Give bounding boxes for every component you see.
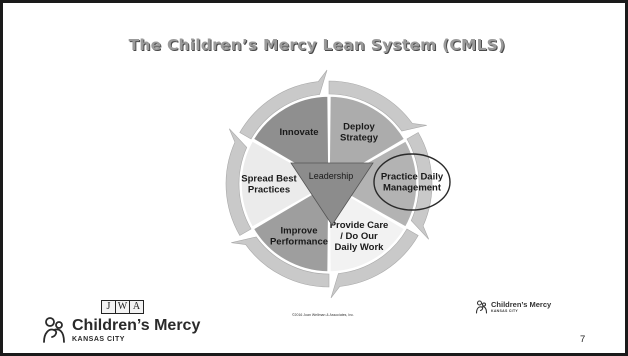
cycle-arrow-improve-performance — [231, 236, 330, 288]
childrens-mercy-logo-small: Children’s Mercy KANSAS CITY — [475, 300, 551, 314]
slide-title: The Children’s Mercy Lean System (CMLS) — [128, 36, 506, 54]
segment-label-line: Deploy — [343, 122, 375, 133]
segment-label-line: Practices — [248, 185, 290, 196]
copyright-text: ©2016 Joan Wellman & Associates, Inc. — [292, 313, 354, 317]
leadership-label: Leadership — [309, 171, 354, 181]
cycle-arrow-practice-daily-management — [406, 132, 433, 240]
childrens-mercy-icon — [43, 317, 65, 343]
segment-practice-daily-management — [327, 139, 418, 229]
segment-label-line: Provide Care — [330, 220, 389, 231]
cycle-arrow-provide-care — [330, 228, 419, 299]
segment-label-line: Improve — [281, 225, 318, 236]
highlight-ellipse — [373, 153, 451, 211]
cycle-arrow-deploy-strategy — [328, 80, 427, 132]
jwa-letter-j: J — [101, 300, 115, 314]
segment-improve-performance — [252, 182, 330, 273]
logo-sub-small: KANSAS CITY — [491, 308, 519, 313]
leadership-triangle — [290, 162, 374, 226]
segment-label-line: Management — [383, 183, 442, 194]
logo-name: Children’s Mercy — [72, 316, 201, 334]
segment-label-innovate: Innovate — [279, 127, 318, 138]
segment-label-line: / Do Our — [340, 231, 378, 242]
childrens-mercy-logo: Children’s Mercy KANSAS CITY — [41, 316, 200, 344]
cycle-segments — [240, 95, 418, 273]
cycle-arrow-innovate — [239, 69, 328, 140]
cycle-arrow-spread-best-practices — [225, 128, 252, 236]
page-number: 7 — [580, 334, 586, 345]
logo-sub: KANSAS CITY — [72, 335, 125, 343]
jwa-letter-w: W — [115, 300, 129, 314]
childrens-mercy-icon — [475, 300, 488, 314]
jwa-letter-a: A — [129, 300, 144, 314]
segment-innovate — [252, 95, 330, 186]
segment-deploy-strategy — [328, 95, 406, 186]
jwa-logo: J W A — [101, 300, 144, 314]
segment-label-line: Spread Best — [241, 174, 297, 185]
logo-name-small: Children’s Mercy — [491, 300, 552, 309]
segment-label-line: Performance — [270, 236, 328, 247]
cycle-arrows — [225, 69, 433, 299]
segment-label-line: Daily Work — [335, 242, 385, 253]
segment-label-line: Innovate — [279, 127, 318, 138]
segment-provide-care — [328, 182, 406, 273]
segment-label-line: Strategy — [340, 133, 379, 144]
segment-label-line: Practice Daily — [381, 172, 444, 183]
segment-spread-best-practices — [240, 139, 331, 229]
